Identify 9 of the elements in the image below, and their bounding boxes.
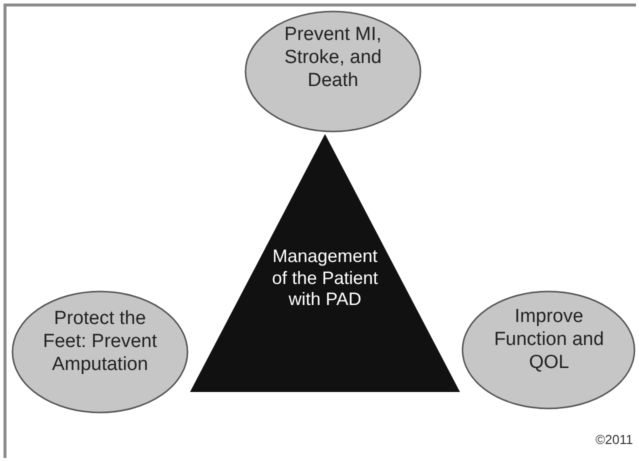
node-text: Improve Function and QOL	[493, 306, 605, 374]
center-triangle	[190, 134, 460, 392]
node-text: Prevent MI, Stroke, and Death	[283, 24, 383, 92]
copyright-note: ©2011	[595, 432, 633, 448]
goal-ellipse	[461, 290, 636, 410]
goal-ellipse	[11, 290, 189, 414]
goal-ellipse	[244, 10, 422, 133]
node-text: Protect the Feet: Prevent Amputation	[42, 308, 158, 376]
node-text: Management of the Patient with PAD	[270, 246, 380, 311]
